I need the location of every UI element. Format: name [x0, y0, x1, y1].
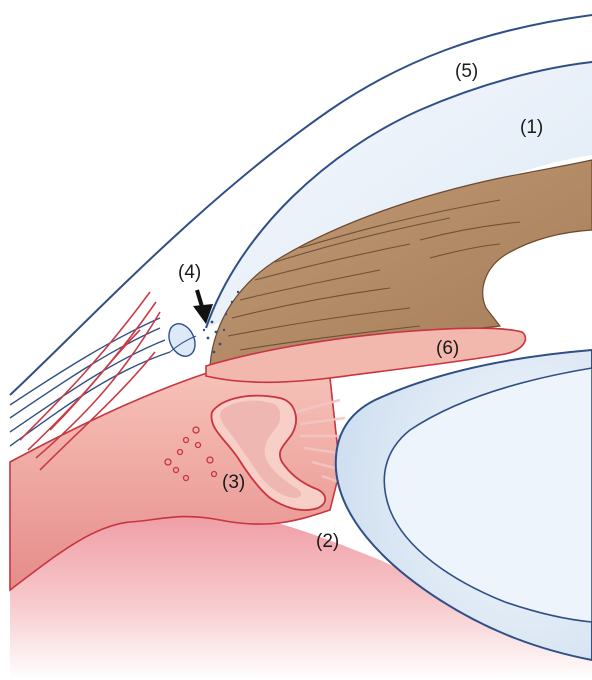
- label-4: (4): [178, 262, 201, 283]
- label-6: (6): [436, 338, 459, 359]
- label-1: (1): [520, 117, 543, 138]
- label-2: (2): [316, 531, 339, 552]
- label-5: (5): [455, 61, 478, 82]
- label-3: (3): [222, 472, 245, 493]
- trabecular-meshwork: [164, 320, 200, 361]
